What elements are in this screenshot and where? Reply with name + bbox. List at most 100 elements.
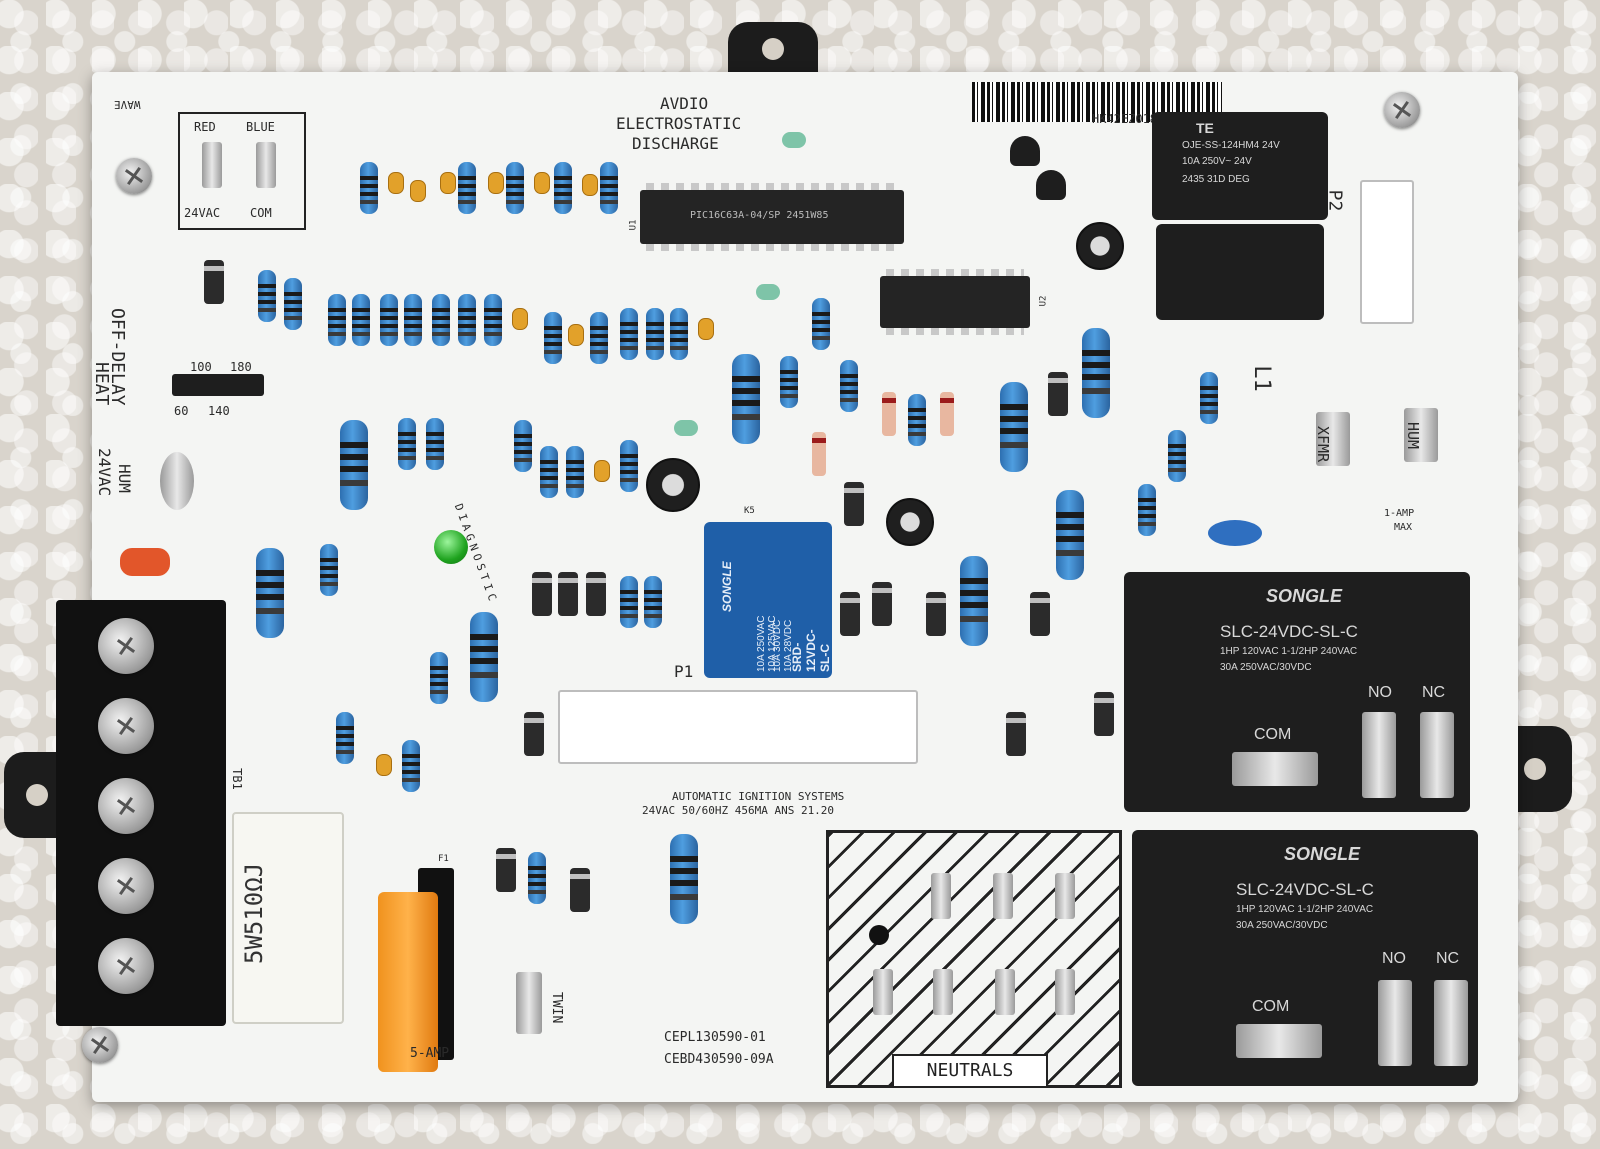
- resistor: [620, 440, 638, 492]
- xfmr-terminal[interactable]: [1316, 412, 1350, 466]
- neutral-terminal[interactable]: [995, 969, 1015, 1015]
- relay-lower-com-terminal[interactable]: [1236, 1024, 1322, 1058]
- hum-right-terminal[interactable]: [1404, 408, 1438, 462]
- tb1-label: TB1: [229, 768, 244, 790]
- esd-line-1: AVDIO: [660, 94, 709, 113]
- resistor: [336, 712, 354, 764]
- diode-d13: [926, 592, 946, 636]
- resistor: [540, 446, 558, 498]
- small-relay-model-2: 10A 250V~ 24V: [1182, 156, 1252, 167]
- resistor-r49: [670, 834, 698, 924]
- capacitor: [512, 308, 528, 330]
- opt-140: 140: [208, 404, 230, 418]
- resistor: [514, 420, 532, 472]
- tb1-screw-1[interactable]: [98, 618, 154, 674]
- relay-lower-nc: NC: [1436, 950, 1460, 967]
- relay-lower-spec1: 1HP 120VAC 1-1/2HP 240VAC: [1236, 904, 1374, 915]
- zener-z2: [940, 392, 954, 436]
- neutral-terminal[interactable]: [1055, 873, 1075, 919]
- capacitor-c6: [674, 420, 698, 436]
- capacitor: [594, 460, 610, 482]
- tb1-screw-3[interactable]: [98, 778, 154, 834]
- hum-terminal[interactable]: [160, 452, 194, 510]
- wave-label: WAVE: [114, 98, 141, 111]
- diode-d16: [558, 572, 578, 616]
- red-terminal[interactable]: [202, 142, 222, 188]
- relay-upper: SONGLE SLC-24VDC-SL-C 1HP 120VAC 1-1/2HP…: [1124, 572, 1470, 812]
- resistor: [256, 548, 284, 638]
- p1-connector[interactable]: [558, 690, 918, 764]
- resistor: [600, 162, 618, 214]
- resistor: [544, 312, 562, 364]
- capacitor: [440, 172, 456, 194]
- tb1-screw-2[interactable]: [98, 698, 154, 754]
- opt-100: 100: [190, 360, 212, 374]
- resistor: [340, 420, 368, 510]
- resistor: [840, 360, 858, 412]
- transistor-q2: [1036, 170, 1066, 200]
- red-label: RED: [194, 120, 216, 134]
- off-delay-jumper[interactable]: [172, 374, 264, 396]
- resistor: [590, 312, 608, 364]
- neutral-terminal[interactable]: [873, 969, 893, 1015]
- relay-upper-nc-terminal[interactable]: [1420, 712, 1454, 798]
- resistor: [484, 294, 502, 346]
- relay-lower-spec2: 30A 250VAC/30VDC: [1236, 920, 1328, 931]
- diode-d7: [840, 592, 860, 636]
- screw: [116, 158, 152, 194]
- ignition-line-1: AUTOMATIC IGNITION SYSTEMS: [672, 790, 845, 803]
- relay-lower-nc-terminal[interactable]: [1434, 980, 1468, 1066]
- diode-d8: [1006, 712, 1026, 756]
- neutrals-area: [826, 830, 1122, 1088]
- resistor: [426, 418, 444, 470]
- tb1-screw-5[interactable]: [98, 938, 154, 994]
- twin-terminal[interactable]: [516, 972, 542, 1034]
- neutral-terminal[interactable]: [993, 873, 1013, 919]
- resistor: [528, 852, 546, 904]
- resistor: [458, 294, 476, 346]
- fuse-label: 5-AMP: [410, 1046, 450, 1061]
- resistor: [670, 308, 688, 360]
- relay-upper-spec2: 30A 250VAC/30VDC: [1220, 662, 1312, 673]
- capacitor: [534, 172, 550, 194]
- capacitor: [698, 318, 714, 340]
- p2-connector[interactable]: [1360, 180, 1414, 324]
- capacitor-c9: [756, 284, 780, 300]
- hum-right-label: HUM: [1404, 422, 1422, 450]
- twin-label: TWIN: [549, 992, 564, 1024]
- resistor: [644, 576, 662, 628]
- small-relay-model-3: 2435 31D DEG: [1182, 174, 1250, 185]
- resistor: [1200, 372, 1218, 424]
- hum-vac-label: 24VAC: [95, 448, 114, 497]
- resistor-r32: [1000, 382, 1028, 472]
- relay-upper-com-terminal[interactable]: [1232, 752, 1318, 786]
- neutral-terminal[interactable]: [933, 969, 953, 1015]
- neutral-terminal[interactable]: [1055, 969, 1075, 1015]
- relay-lower-com: COM: [1252, 998, 1290, 1015]
- diagnostic-led: [434, 530, 468, 564]
- relay-lower-no-terminal[interactable]: [1378, 980, 1412, 1066]
- screw: [82, 1027, 118, 1063]
- relay-upper-com: COM: [1254, 726, 1292, 743]
- hum-label: HUM: [115, 464, 134, 493]
- capacitor-c1: [120, 548, 170, 576]
- fuse-5amp[interactable]: [378, 892, 438, 1072]
- blue-relay-brand: SONGLE: [720, 561, 734, 612]
- electrolytic-capacitor: [646, 458, 700, 512]
- chip-u1-id: U1: [628, 219, 639, 231]
- neutral-terminal[interactable]: [931, 873, 951, 919]
- screw: [1384, 92, 1420, 128]
- resistor: [432, 294, 450, 346]
- relay-upper-brand: SONGLE: [1266, 586, 1343, 606]
- tb1-screw-4[interactable]: [98, 858, 154, 914]
- blue-relay-id: K5: [744, 506, 755, 516]
- ceramic-resistor-marking: 5W510ΩJ: [240, 862, 268, 964]
- blue-terminal[interactable]: [256, 142, 276, 188]
- com-label: COM: [250, 206, 272, 220]
- blue-relay-k5: SONGLE 10A 250VAC 10A 125VAC 10A 30VDC 1…: [704, 522, 832, 678]
- resistor: [380, 294, 398, 346]
- resistor: [352, 294, 370, 346]
- capacitor: [488, 172, 504, 194]
- blue-label: BLUE: [246, 120, 275, 134]
- relay-upper-no-terminal[interactable]: [1362, 712, 1396, 798]
